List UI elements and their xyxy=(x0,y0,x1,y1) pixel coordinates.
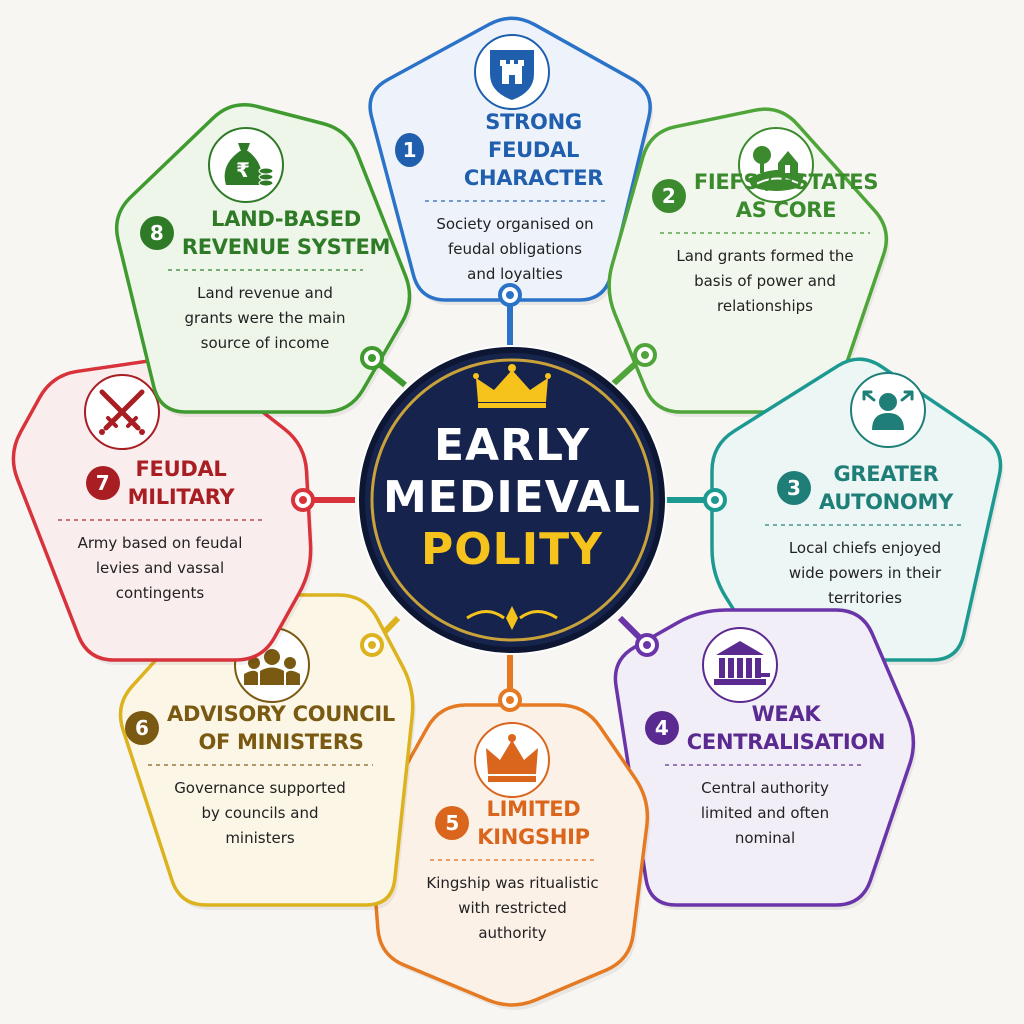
center-title: EARLY MEDIEVAL POLITY xyxy=(362,420,662,576)
card-title: FIEFS / ESTATES AS CORE xyxy=(693,170,879,222)
card-divider xyxy=(57,519,263,521)
card-title: WEAK CENTRALISATION xyxy=(686,702,886,754)
crown-icon xyxy=(474,722,550,798)
card-number: 7 xyxy=(85,466,120,500)
card-shape-7 xyxy=(11,356,315,665)
center-title-line-2: MEDIEVAL xyxy=(383,472,641,523)
card-1: 1 STRONG FEUDAL CHARACTER Society organise… xyxy=(395,108,635,287)
government-building-icon xyxy=(702,627,778,703)
castle-shield-icon xyxy=(474,34,550,110)
cards-layer: ₹ xyxy=(11,16,1004,1010)
card-title: FEUDAL MILITARY xyxy=(127,457,235,509)
svg-text:₹: ₹ xyxy=(236,158,250,182)
card-number: 1 xyxy=(395,133,425,167)
card-divider xyxy=(430,859,595,861)
center-node xyxy=(357,345,667,655)
card-title: ADVISORY COUNCIL OF MINISTERS xyxy=(167,702,395,754)
card-description: Local chiefs enjoyed wide powers in thei… xyxy=(788,539,942,607)
estate-landscape-icon xyxy=(738,127,814,203)
card-shape-4 xyxy=(613,608,917,910)
card-number: 3 xyxy=(777,471,812,505)
card-title: STRONG FEUDAL CHARACTER xyxy=(463,110,604,190)
card-divider xyxy=(765,524,965,526)
card-shape-3 xyxy=(703,357,1004,665)
center-title-line-3: POLITY xyxy=(421,524,603,575)
card-divider xyxy=(147,764,373,766)
card-shape-6 xyxy=(118,593,416,910)
money-bag-icon: ₹ xyxy=(208,127,284,203)
center-flourish-icon xyxy=(466,606,558,630)
card-number: 5 xyxy=(435,806,470,840)
card-divider xyxy=(665,764,865,766)
person-autonomy-icon xyxy=(850,372,926,448)
card-description: Kingship was ritualistic with restricted… xyxy=(426,874,599,942)
card-shape-1 xyxy=(368,16,654,307)
crossed-swords-icon xyxy=(84,374,160,450)
card-title: GREATER AUTONOMY xyxy=(819,462,953,514)
card-shape-8: ₹ xyxy=(114,103,413,417)
card-divider xyxy=(425,200,605,202)
center-title-line-1: EARLY xyxy=(433,420,591,471)
card-description: Land grants formed the basis of power an… xyxy=(676,247,854,315)
card-divider xyxy=(660,232,870,234)
center-crown-icon xyxy=(473,364,551,408)
card-title: LAND-BASED REVENUE SYSTEM xyxy=(181,207,391,259)
card-number: 6 xyxy=(125,711,160,745)
card-divider xyxy=(167,269,363,271)
card-number: 4 xyxy=(644,711,679,745)
card-description: Land revenue and grants were the main so… xyxy=(184,284,346,352)
card-description: Army based on feudal levies and vassal c… xyxy=(77,534,243,602)
card-description: Society organised on feudal obligations … xyxy=(436,215,594,283)
card-number: 2 xyxy=(651,179,686,213)
card-title: LIMITED KINGSHIP xyxy=(477,797,590,849)
card-description: Governance supported by councils and min… xyxy=(174,779,346,847)
card-description: Central authority limited and often nomi… xyxy=(700,779,830,847)
card-number: 8 xyxy=(139,216,174,250)
